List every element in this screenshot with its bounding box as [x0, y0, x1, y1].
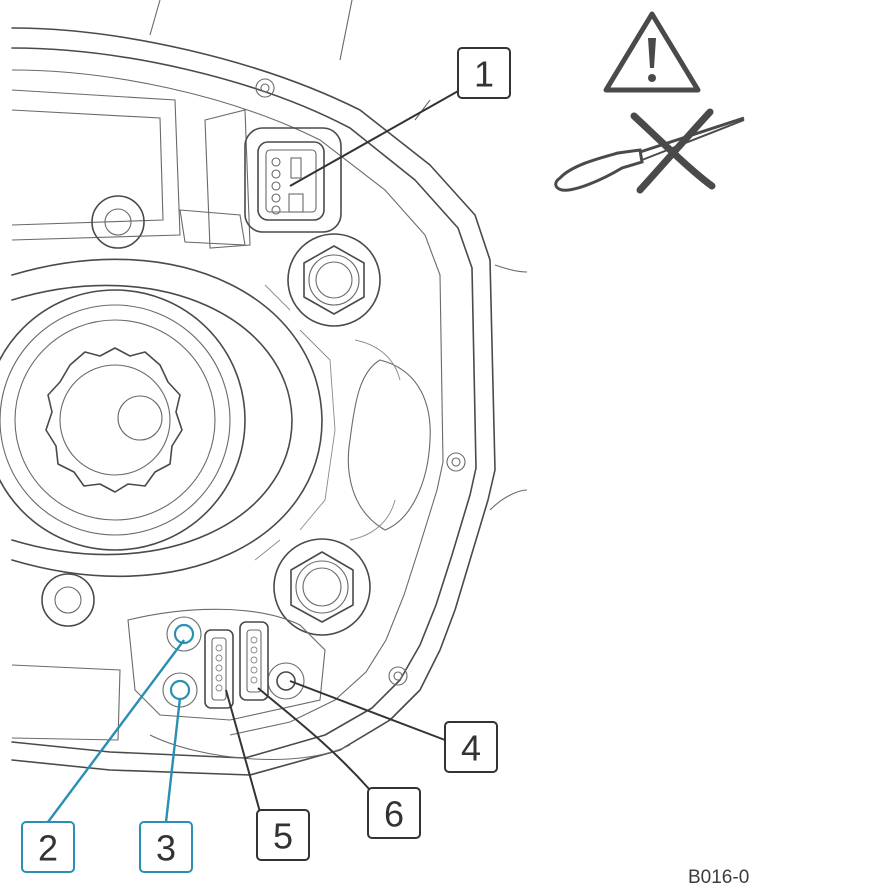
no-screwdriver-icon [554, 108, 745, 194]
callout-4: 4 [444, 721, 498, 773]
callout-6: 6 [367, 787, 421, 839]
callout-1: 1 [457, 47, 511, 99]
lower-connector-panel [127, 608, 326, 721]
callout-1-label: 1 [474, 54, 494, 95]
housing-outline [11, 0, 528, 776]
structural-ribs [254, 284, 431, 561]
leader-line-5 [225, 689, 261, 813]
callout-2-label: 2 [38, 828, 58, 869]
leader-line-1 [289, 89, 461, 187]
leader-lines [47, 89, 461, 823]
figure-reference-code: B016-0 [688, 867, 749, 888]
central-hub [0, 258, 323, 578]
mounting-bosses [41, 195, 145, 627]
callout-4-label: 4 [461, 728, 481, 769]
callout-3-label: 3 [156, 828, 176, 869]
callout-3: 3 [139, 821, 193, 873]
leader-line-2 [47, 639, 185, 823]
leader-line-3 [164, 697, 182, 823]
hex-nut-top [287, 233, 381, 327]
warning-triangle-icon [603, 11, 701, 93]
hex-nut-bottom [273, 538, 371, 636]
leader-line-6 [257, 687, 371, 791]
connector-1 [179, 109, 342, 249]
leader-line-4 [289, 680, 446, 741]
callout-5-label: 5 [273, 816, 293, 857]
callout-5: 5 [256, 809, 310, 861]
callout-6-label: 6 [384, 794, 404, 835]
callout-2: 2 [21, 821, 75, 873]
